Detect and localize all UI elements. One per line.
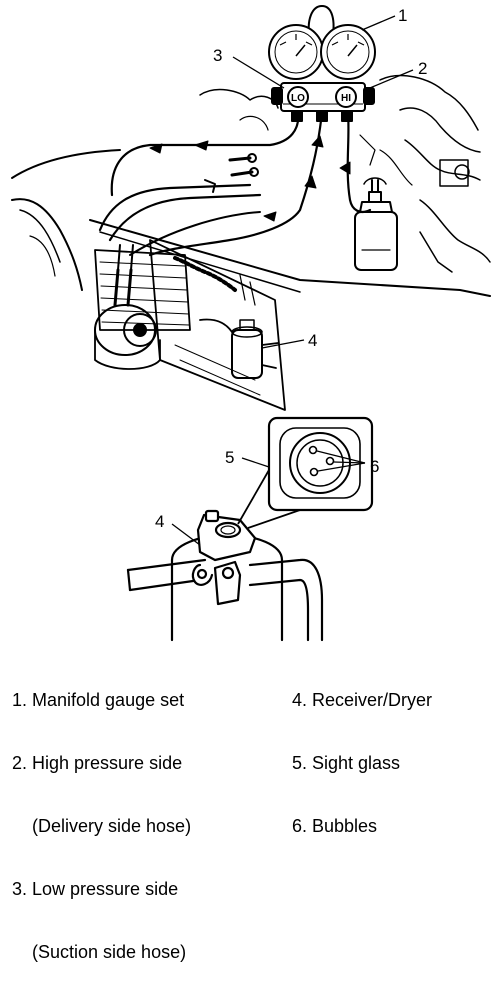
legend-item-3: 3. Low pressure side <box>12 879 179 899</box>
legend-left: 1. Manifold gauge set 2. High pressure s… <box>12 648 191 984</box>
legend-item-1: 1. Manifold gauge set <box>12 690 185 710</box>
sight-glass-magnified <box>237 416 374 529</box>
bubble <box>325 456 335 466</box>
callout-6: 6 <box>370 457 379 476</box>
sight-glass-small <box>214 521 242 539</box>
callout-2: 2 <box>418 59 427 78</box>
ac-service-diagram: LO HI 1 2 3 4 <box>11 5 491 642</box>
legend-right: 4. Receiver/Dryer 5. Sight glass 6. Bubb… <box>292 648 432 858</box>
lo-valve-label: LO <box>291 93 305 104</box>
lower-leader-lines <box>171 450 366 546</box>
legend-item-3-detail: (Suction side hose) <box>12 942 187 962</box>
hi-valve-label: HI <box>341 93 351 104</box>
high-pressure-gauge <box>320 24 376 80</box>
engine-bay-illustration <box>11 74 491 411</box>
callout-1: 1 <box>398 6 407 25</box>
callout-3: 3 <box>213 46 222 65</box>
legend-item-2: 2. High pressure side <box>12 753 183 773</box>
legend-item-6: 6. Bubbles <box>292 816 378 836</box>
legend-item-4: 4. Receiver/Dryer <box>292 690 433 710</box>
low-pressure-gauge <box>268 24 324 80</box>
callout-4-lower: 4 <box>155 512 164 531</box>
manifold-gauge-set <box>268 5 376 122</box>
legend-item-2-detail: (Delivery side hose) <box>12 816 192 836</box>
bubble <box>309 467 319 477</box>
receiver-dryer-detail <box>126 509 324 642</box>
callout-4-upper: 4 <box>308 331 317 350</box>
upper-leader-lines <box>232 15 414 349</box>
callout-5: 5 <box>225 448 234 467</box>
bubble <box>308 445 318 455</box>
legend-item-5: 5. Sight glass <box>292 753 401 773</box>
